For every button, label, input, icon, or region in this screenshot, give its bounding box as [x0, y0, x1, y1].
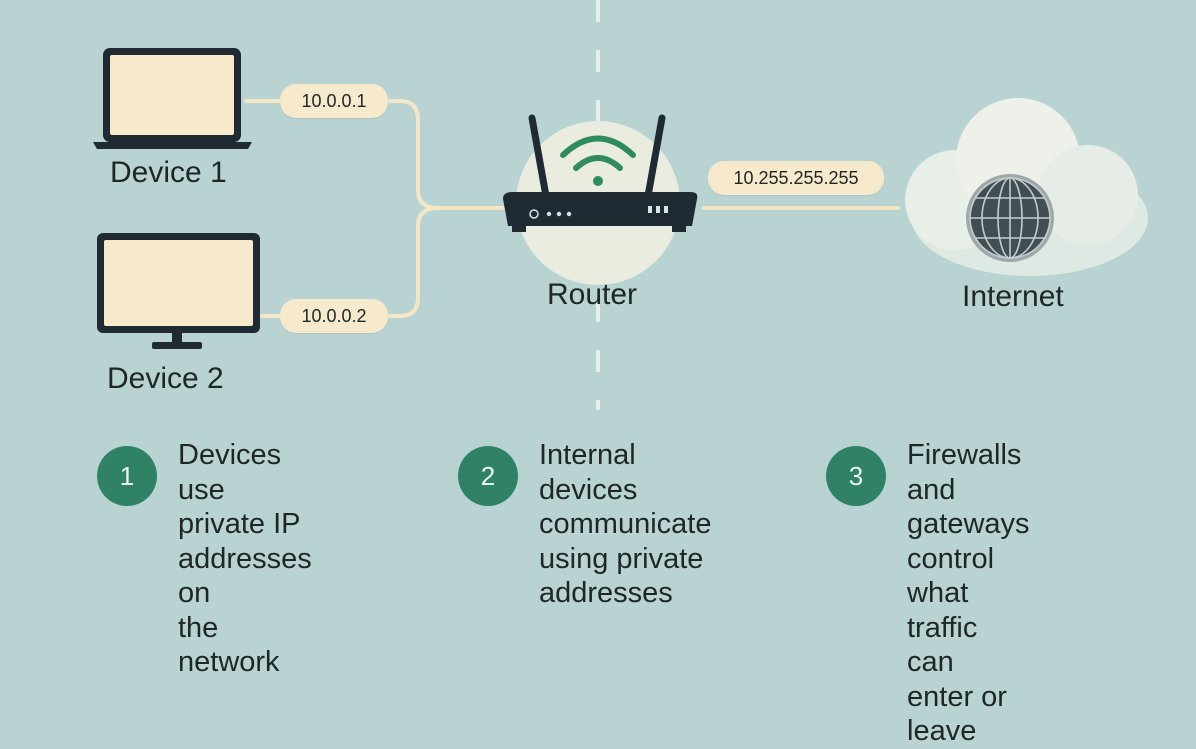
- connector-pill1-router: [388, 99, 510, 210]
- internet-label: Internet: [962, 280, 1064, 313]
- step-2-badge: 2: [458, 446, 518, 506]
- internet-ip-label: 10.255.255.255: [708, 161, 884, 195]
- network-diagram: 10.0.0.1 10.0.0.2 10.255.255.255 Device …: [93, 0, 1148, 747]
- device2-ip-label: 10.0.0.2: [280, 299, 388, 333]
- laptop-icon: [93, 48, 252, 149]
- step-3-badge: 3: [826, 446, 886, 506]
- router-label: Router: [547, 278, 638, 311]
- step-1-text: Devices use private IP addresses on the …: [178, 439, 312, 678]
- step-3-text: Firewalls and gateways control what traf…: [907, 439, 1030, 747]
- monitor-icon: [97, 233, 260, 349]
- device1-ip-label: 10.0.0.1: [280, 84, 388, 118]
- step-2-text: Internal devices communicate using priva…: [539, 439, 712, 609]
- wifi-router-icon: [503, 114, 698, 285]
- cloud-globe-icon: [905, 98, 1148, 276]
- device2-label: Device 2: [107, 362, 224, 395]
- device1-label: Device 1: [110, 156, 227, 189]
- diagram-canvas: [93, 0, 1148, 410]
- connector-pill2-router: [388, 206, 440, 318]
- step-1-badge: 1: [97, 446, 157, 506]
- connector-lines: [244, 99, 900, 318]
